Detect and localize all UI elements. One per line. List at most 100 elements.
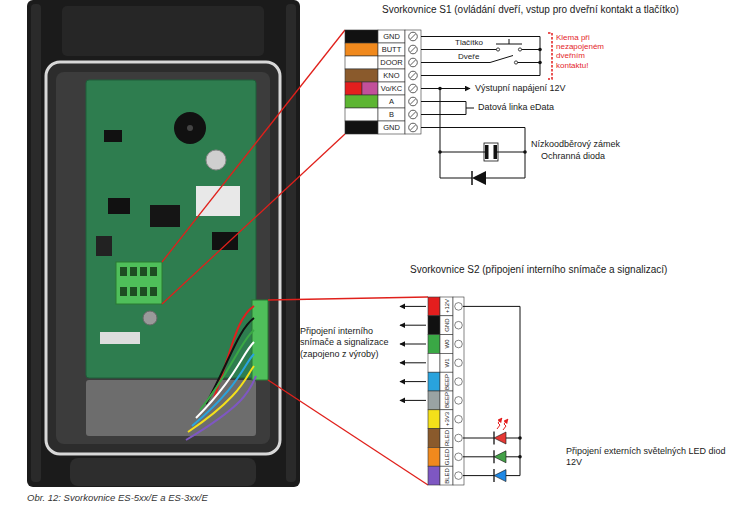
- wire: [188, 366, 254, 432]
- screw: [455, 397, 463, 405]
- capacitor: [206, 150, 226, 170]
- pcb: [86, 80, 256, 378]
- pin-cell: [440, 353, 453, 372]
- button-wire: [520, 49, 540, 50]
- terminal-slot: [140, 287, 147, 296]
- reader-housing: [27, 0, 300, 487]
- diode-bar: [471, 171, 473, 185]
- buzzer: [174, 112, 206, 144]
- wire-note: Datová linka eData: [478, 103, 554, 113]
- pin-cell: [440, 372, 453, 391]
- pin-label: GLED: [444, 449, 450, 465]
- screw: [409, 58, 418, 67]
- pin-label: +3V3: [444, 412, 450, 426]
- gasket: [46, 62, 280, 454]
- signal-arrow: [400, 306, 426, 307]
- section-title: Svorkovnice S2 (připojení interního sním…: [410, 264, 667, 276]
- terminal-slot: [120, 287, 127, 296]
- pin-cell: [378, 121, 405, 134]
- signal-arrow: [400, 400, 426, 401]
- note: Připojení interního snímače a signalizac…: [300, 326, 394, 360]
- pin-label: BUTT: [378, 43, 405, 56]
- buzzer-hole: [187, 125, 193, 131]
- pin-label: W0: [444, 340, 450, 349]
- gnd-wire: [421, 128, 525, 179]
- screw-column: [453, 297, 464, 485]
- wire-color: [345, 30, 378, 43]
- wire-color: [428, 429, 440, 448]
- led-wire: [463, 438, 520, 439]
- wire-color: [345, 121, 378, 134]
- pin-label: GND: [378, 121, 405, 134]
- screw: [409, 97, 418, 106]
- lock-wire: [440, 152, 525, 153]
- pin-label: RLED: [444, 430, 450, 446]
- standoff: [143, 311, 157, 325]
- pin-cell: [440, 391, 453, 410]
- terminal-slot: [120, 267, 127, 276]
- wire-color: [345, 69, 378, 82]
- screw-column: [405, 30, 421, 134]
- signal-arrow: [400, 325, 426, 326]
- led-wire: [463, 475, 520, 476]
- wire-note: Výstupní napájení 12V: [475, 84, 566, 94]
- pin-cell: [378, 56, 405, 69]
- section-title: Svorkovnice S1 (ovládání dveří, vstup pr…: [382, 4, 679, 16]
- screw-slot: [411, 99, 416, 104]
- terminal-block-s1: [116, 262, 162, 304]
- contact: [514, 61, 517, 64]
- pin-cell: [440, 447, 453, 466]
- led-wire: [463, 456, 520, 457]
- leader-line: [268, 297, 428, 300]
- pin-label: BEEP: [444, 392, 450, 408]
- terminal-slot: [130, 287, 137, 296]
- pin-label: DOOR: [378, 56, 405, 69]
- chip: [96, 236, 112, 256]
- leader-line: [162, 30, 345, 262]
- green-led: [494, 451, 506, 463]
- wire-color: [362, 82, 378, 95]
- pin-cell: [378, 82, 405, 95]
- data-wire: [421, 102, 466, 115]
- wire-color: [345, 43, 378, 56]
- part-name: Ochranná dioda: [541, 152, 605, 162]
- screw-slot: [411, 34, 416, 39]
- junction-dot: [538, 48, 542, 52]
- screw: [455, 321, 463, 329]
- junction-dot: [518, 455, 522, 459]
- junction-dot: [438, 87, 442, 91]
- blue-led: [494, 470, 506, 482]
- junction-dot: [538, 61, 542, 65]
- pin-cell: [440, 316, 453, 335]
- leader-line: [162, 134, 345, 304]
- ribbon-connector: [100, 332, 140, 344]
- pin-label: +12V: [444, 299, 450, 313]
- pin-label: B: [378, 108, 405, 121]
- light-arrow: [497, 418, 502, 429]
- signal-arrow: [400, 381, 426, 382]
- screw: [409, 32, 418, 41]
- screw: [409, 110, 418, 119]
- screw: [455, 415, 463, 423]
- screw-slot: [411, 112, 416, 117]
- terminal-slot: [140, 267, 147, 276]
- pin-cell: [378, 30, 405, 43]
- wire-color: [428, 391, 440, 410]
- wire-color: [345, 108, 378, 121]
- wire-color: [428, 353, 440, 372]
- screw-slot: [411, 125, 416, 130]
- switch-label: Dveře: [458, 53, 479, 61]
- pin-label: BLED: [444, 468, 450, 484]
- led-bar: [493, 450, 494, 463]
- door-wire: [516, 62, 540, 63]
- led-bar: [493, 432, 494, 445]
- diode-symbol: [472, 171, 486, 185]
- chip: [150, 205, 180, 227]
- pin-label: GND: [378, 30, 405, 43]
- contact: [496, 48, 499, 51]
- kno-wire: [421, 75, 540, 76]
- screw-slot: [411, 86, 416, 91]
- housing-ridge: [31, 4, 41, 482]
